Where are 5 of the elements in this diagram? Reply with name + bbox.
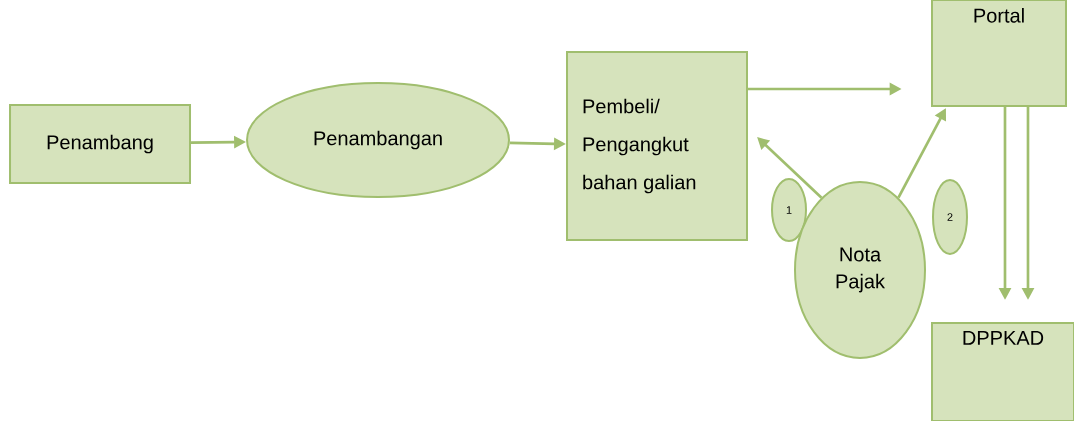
arrow [757, 137, 823, 199]
process-box: Penambang [9, 104, 191, 184]
process-box: DPPKAD [931, 322, 1074, 421]
process-box: Pembeli/ Pengangkut bahan galian [566, 51, 748, 241]
process-box: Portal [931, 0, 1067, 107]
